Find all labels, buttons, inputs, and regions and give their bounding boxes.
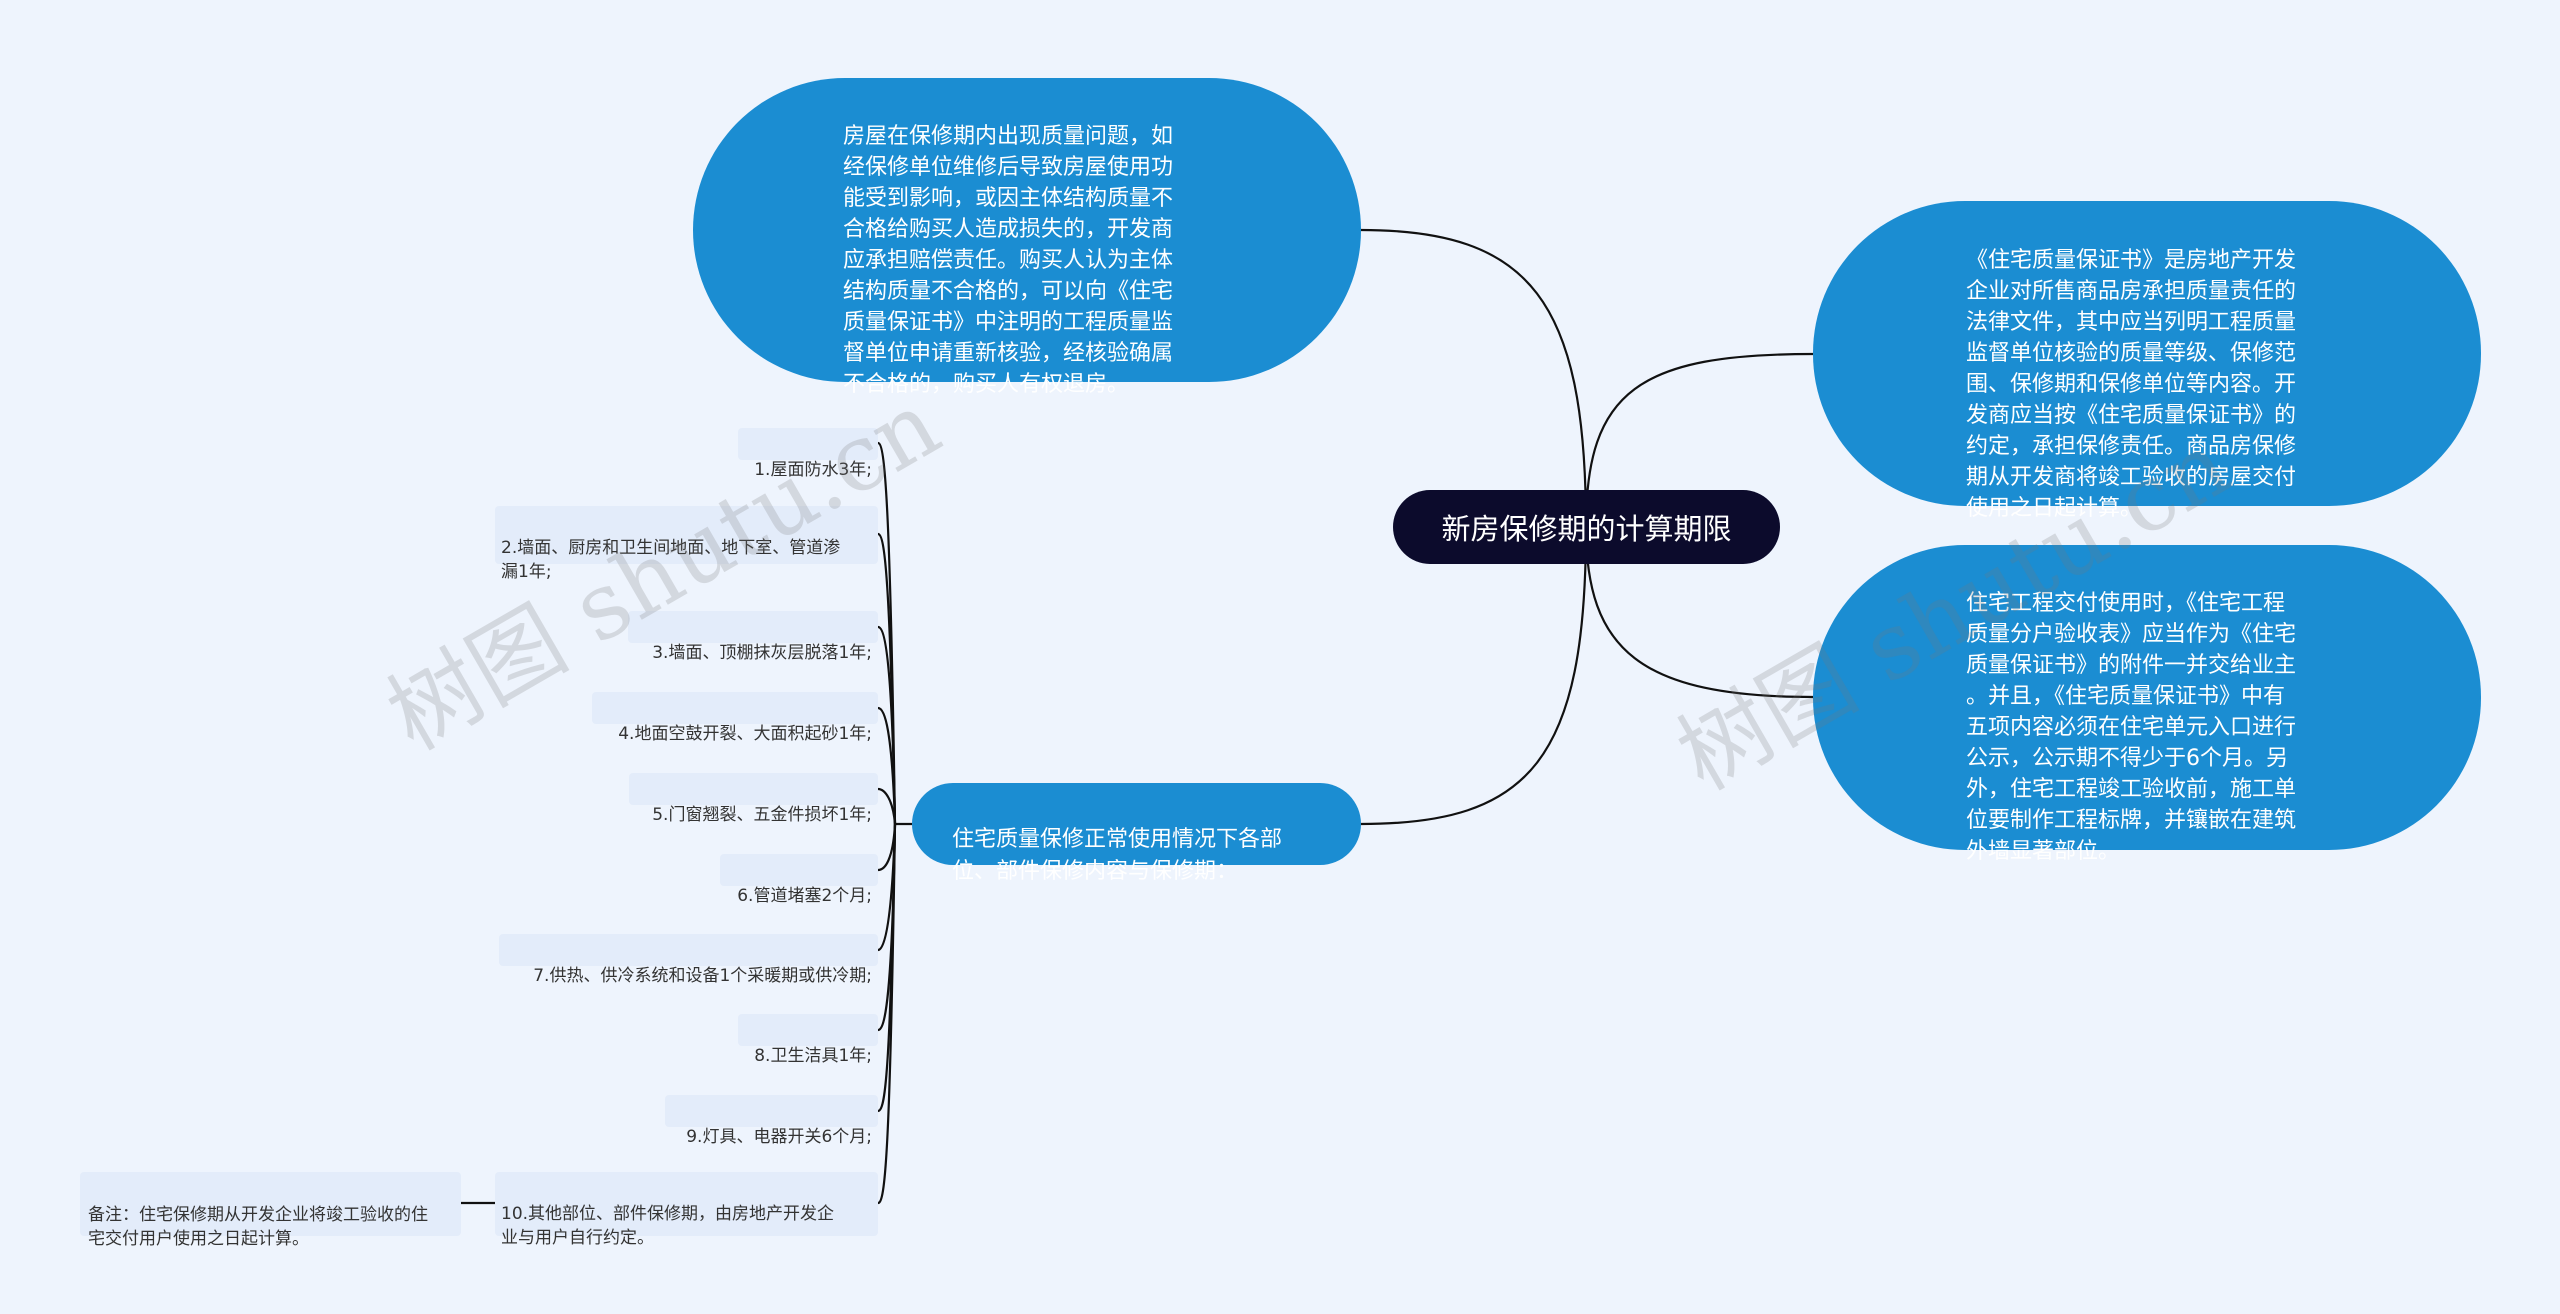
leaf-item-7-text: 7.供热、供冷系统和设备1个采暖期或供冷期; [533, 966, 872, 986]
leaf-item-5-text: 5.门窗翘裂、五金件损坏1年; [652, 805, 872, 825]
topic-quality-compensation-text: 房屋在保修期内出现质量问题，如 经保修单位维修后导致房屋使用功 能受到影响，或因… [843, 124, 1174, 397]
leaf-item-7[interactable]: 7.供热、供冷系统和设备1个采暖期或供冷期; [499, 934, 878, 986]
topic-quality-certificate-text: 《住宅质量保证书》是房地产开发 企业对所售商品房承担质量责任的 法律文件，其中应… [1966, 248, 2297, 521]
leaf-item-1-text: 1.屋面防水3年; [754, 460, 872, 480]
connector-leaf-5 [877, 787, 897, 825]
note-text: 备注：住宅保修期从开发企业将竣工验收的住 宅交付用户使用之日起计算。 [88, 1205, 428, 1249]
leaf-item-9[interactable]: 9.灯具、电器开关6个月; [665, 1095, 878, 1147]
leaf-item-10-text: 10.其他部位、部件保修期，由房地产开发企 业与用户自行约定。 [501, 1204, 835, 1248]
connector-root-right1 [1584, 352, 1814, 528]
leaf-item-4[interactable]: 4.地面空鼓开裂、大面积起砂1年; [592, 692, 878, 744]
leaf-item-8-text: 8.卫生洁具1年; [754, 1046, 872, 1066]
leaf-item-4-text: 4.地面空鼓开裂、大面积起砂1年; [618, 724, 872, 744]
root-topic-label: 新房保修期的计算期限 [1441, 512, 1732, 546]
leaf-item-3[interactable]: 3.墙面、顶棚抹灰层脱落1年; [628, 611, 878, 663]
leaf-item-3-text: 3.墙面、顶棚抹灰层脱落1年; [652, 643, 872, 663]
topic-acceptance-form[interactable]: 住宅工程交付使用时，《住宅工程 质量分户验收表》应当作为《住宅 质量保证书》的附… [1813, 545, 2481, 864]
topic-quality-compensation[interactable]: 房屋在保修期内出现质量问题，如 经保修单位维修后导致房屋使用功 能受到影响，或因… [693, 78, 1361, 397]
leaf-item-10[interactable]: 10.其他部位、部件保修期，由房地产开发企 业与用户自行约定。 [495, 1172, 878, 1248]
topic-acceptance-form-text: 住宅工程交付使用时，《住宅工程 质量分户验收表》应当作为《住宅 质量保证书》的附… [1966, 591, 2297, 864]
connector-root-sub [1360, 526, 1588, 826]
leaf-item-9-text: 9.灯具、电器开关6个月; [686, 1127, 872, 1147]
topic-quality-certificate[interactable]: 《住宅质量保证书》是房地产开发 企业对所售商品房承担质量责任的 法律文件，其中应… [1813, 201, 2481, 521]
topic-warranty-periods-text: 住宅质量保修正常使用情况下各部 位、部件保修内容与保修期： [952, 827, 1283, 884]
leaf-item-6[interactable]: 6.管道堵塞2个月; [720, 854, 878, 906]
connector-root-right2 [1584, 526, 1814, 699]
connector-leaf-10 [877, 823, 897, 1205]
note-box[interactable]: 备注：住宅保修期从开发企业将竣工验收的住 宅交付用户使用之日起计算。 [80, 1172, 461, 1249]
leaf-item-2[interactable]: 2.墙面、厨房和卫生间地面、地下室、管道渗 漏1年; [495, 506, 878, 582]
leaf-item-8[interactable]: 8.卫生洁具1年; [738, 1014, 878, 1066]
leaf-item-1[interactable]: 1.屋面防水3年; [738, 428, 878, 480]
topic-warranty-periods[interactable]: 住宅质量保修正常使用情况下各部 位、部件保修内容与保修期： [912, 783, 1361, 884]
leaf-item-2-text: 2.墙面、厨房和卫生间地面、地下室、管道渗 漏1年; [501, 538, 841, 582]
leaf-item-5[interactable]: 5.门窗翘裂、五金件损坏1年; [629, 773, 878, 825]
connector-root-top [1360, 228, 1588, 528]
leaf-item-6-text: 6.管道堵塞2个月; [737, 886, 872, 906]
connector-leaf-4 [877, 706, 897, 825]
root-topic[interactable]: 新房保修期的计算期限 [1393, 490, 1780, 564]
connector-leaf-3 [877, 625, 897, 825]
